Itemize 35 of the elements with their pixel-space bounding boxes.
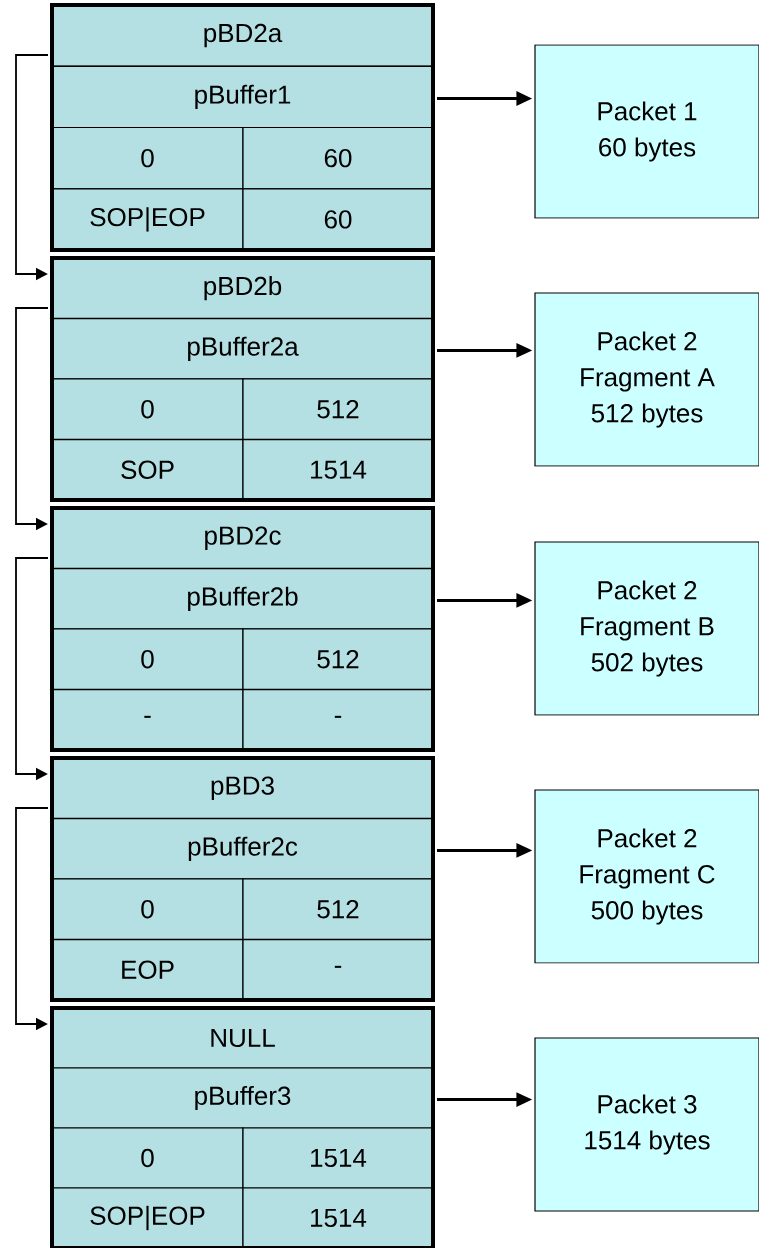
table-cell: 512	[242, 378, 434, 441]
table-cell: 0	[51, 628, 244, 691]
table-cell: SOP|EOP	[51, 188, 244, 251]
table-cell: 0	[51, 878, 244, 941]
table-cell: 0	[51, 378, 244, 441]
table-cell: NULL	[51, 1007, 434, 1069]
table-cell: pBuffer2b	[51, 567, 434, 630]
table-cell: 512	[242, 628, 434, 691]
table-cell: 1514	[242, 438, 434, 501]
table-cell: pBuffer3	[51, 1067, 434, 1129]
table-cell: 60	[242, 126, 434, 190]
table-cell: 60	[242, 188, 434, 251]
table-cell: -	[242, 688, 434, 751]
packet-box: Packet 1 60 bytes	[534, 44, 759, 219]
table-cell: 0	[51, 1127, 244, 1189]
table-cell: pBD3	[51, 757, 434, 820]
table-cell: 1514	[242, 1127, 434, 1189]
table-cell: pBD2b	[51, 257, 434, 320]
packet-box: Packet 3 1514 bytes	[534, 1037, 759, 1212]
table-cell: pBuffer2c	[51, 817, 434, 880]
packet-box: Packet 2 Fragment A 512 bytes	[534, 292, 759, 467]
table-cell: pBD2a	[51, 4, 434, 67]
table-cell: EOP	[51, 938, 244, 1001]
table-cell: SOP	[51, 438, 244, 501]
table-cell: 1514	[242, 1187, 434, 1248]
table-cell: pBD2c	[51, 507, 434, 570]
packet-box: Packet 2 Fragment C 500 bytes	[534, 789, 759, 964]
table-cell: 512	[242, 878, 434, 941]
table-cell: SOP|EOP	[51, 1187, 244, 1248]
table-cell: pBuffer1	[51, 65, 434, 129]
table-cell: pBuffer2a	[51, 317, 434, 380]
packet-box: Packet 2 Fragment B 502 bytes	[534, 541, 759, 716]
table-cell: -	[51, 688, 244, 751]
table-cell: -	[242, 938, 434, 1001]
table-cell: 0	[51, 126, 244, 190]
